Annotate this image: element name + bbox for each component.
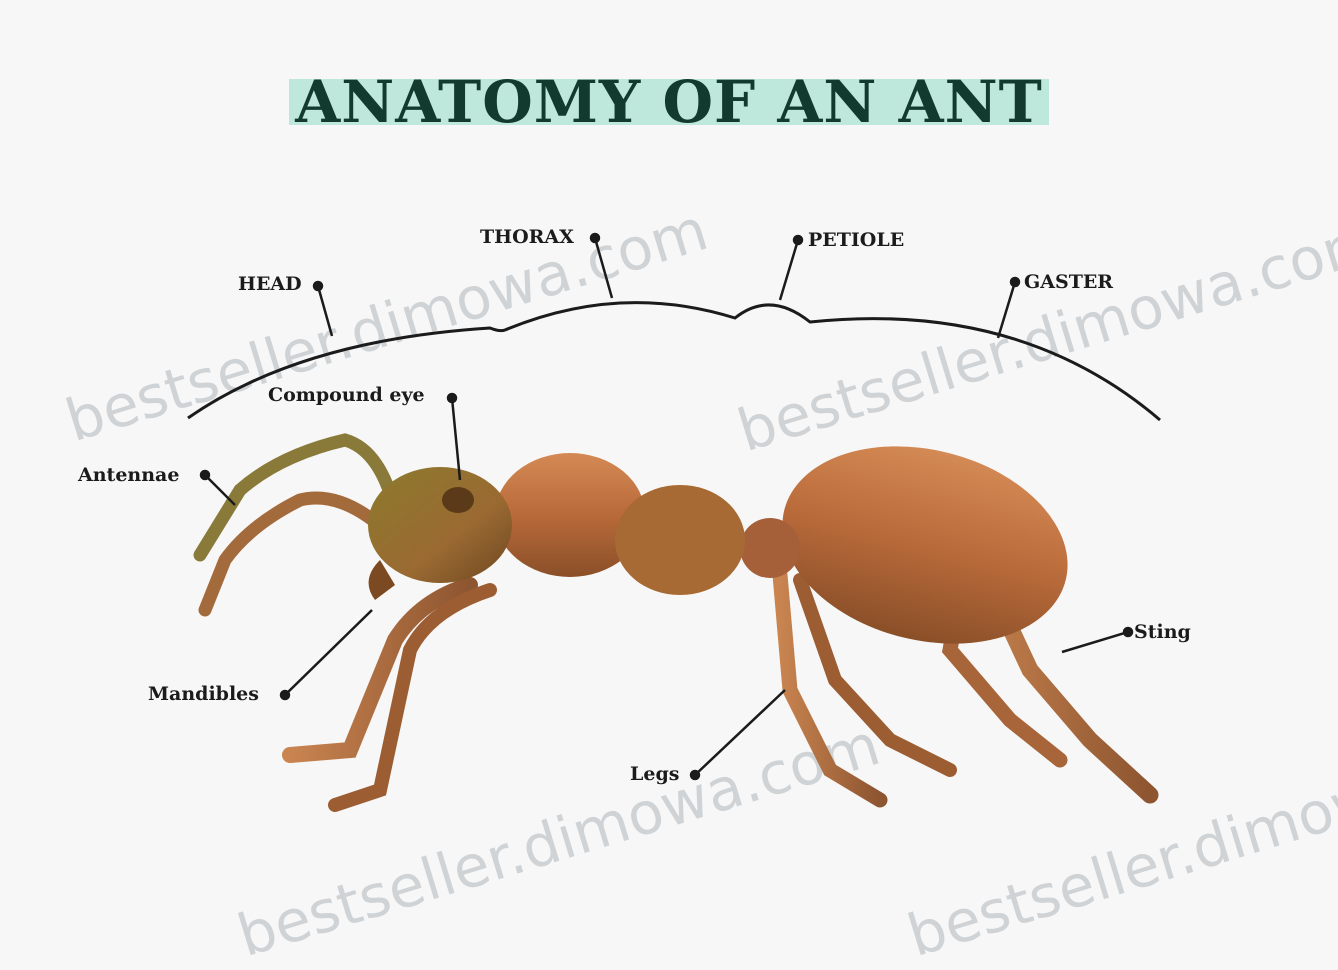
ant-illustration — [0, 0, 1338, 890]
ant-gaster — [761, 418, 1088, 673]
head-leader — [318, 286, 332, 336]
head-leader-dot — [314, 282, 322, 290]
ant-antennae — [200, 440, 395, 610]
label-gaster: GASTER — [1024, 271, 1113, 293]
thorax-leader — [595, 238, 612, 298]
gaster-leader-dot — [1011, 278, 1019, 286]
ant-head — [368, 467, 512, 583]
label-petiole: PETIOLE — [808, 229, 904, 251]
sting-leader-dot — [1124, 628, 1132, 636]
label-sting: Sting — [1134, 621, 1191, 643]
label-head: HEAD — [238, 273, 302, 295]
ant-petiole — [740, 518, 800, 578]
ant-thorax-rear — [615, 485, 745, 595]
label-thorax: THORAX — [480, 226, 574, 248]
label-compound-eye: Compound eye — [268, 384, 425, 406]
label-legs: Legs — [630, 763, 679, 785]
petiole-leader — [780, 240, 798, 300]
antennae-leader-dot — [201, 471, 209, 479]
mandibles-leader-dot — [281, 691, 289, 699]
petiole-leader-dot — [794, 236, 802, 244]
antennae-leader — [205, 475, 235, 505]
legs-leader-dot — [691, 771, 699, 779]
thorax-leader-dot — [591, 234, 599, 242]
compound-eye-leader — [452, 398, 460, 480]
ant-compound-eye — [442, 487, 474, 513]
mandibles-leader — [285, 610, 372, 695]
label-antennae: Antennae — [78, 464, 179, 486]
legs-leader — [695, 690, 785, 775]
compound-eye-leader-dot — [448, 394, 456, 402]
gaster-leader — [998, 282, 1015, 338]
ant-anatomy-diagram: bestseller.dimowa.com bestseller.dimowa.… — [0, 0, 1338, 890]
label-mandibles: Mandibles — [148, 683, 259, 705]
sting-leader — [1062, 632, 1128, 652]
